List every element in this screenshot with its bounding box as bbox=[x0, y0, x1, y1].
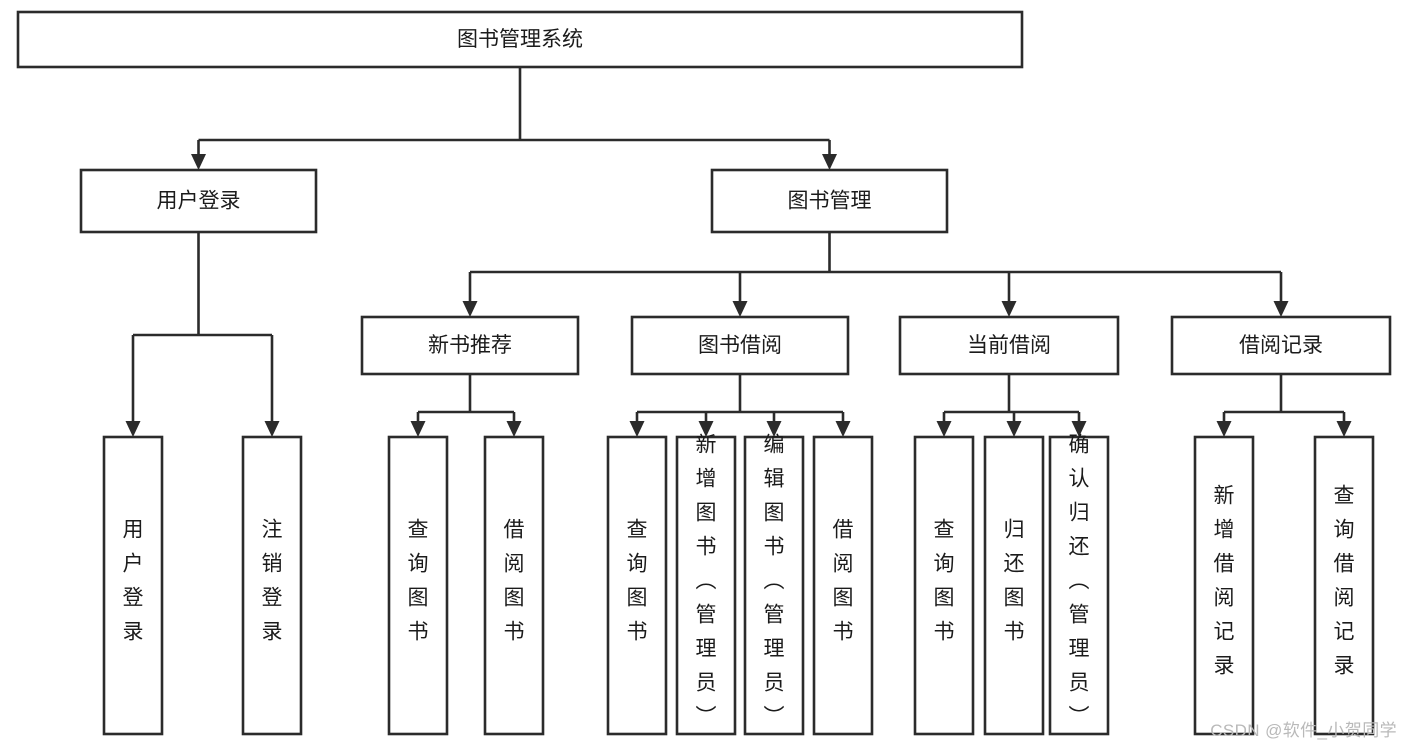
node-leaf-query-book-1-label: 查询图书 bbox=[408, 519, 429, 644]
root-node-system-title: 图书管理系统 bbox=[16, 10, 1024, 69]
node-book-manage[interactable]: 图书管理 bbox=[710, 168, 949, 234]
node-leaf-add-book[interactable]: 新增图书︵管理员︶ bbox=[675, 434, 737, 736]
node-leaf-return-book[interactable]: 归还图书 bbox=[983, 435, 1045, 736]
node-borrow-record-label: 借阅记录 bbox=[1239, 334, 1323, 357]
node-user-login-label: 用户登录 bbox=[157, 190, 241, 213]
node-leaf-edit-book[interactable]: 编辑图书︵管理员︶ bbox=[743, 434, 805, 736]
node-leaf-user-login[interactable]: 用户登录 bbox=[102, 435, 164, 736]
node-leaf-confirm-return[interactable]: 确认归还︵管理员︶ bbox=[1048, 434, 1110, 736]
arrow-head-icon bbox=[629, 421, 645, 437]
node-leaf-query-record[interactable]: 查询借阅记录 bbox=[1313, 435, 1375, 736]
arrow-head-icon bbox=[822, 154, 837, 170]
arrow-head-icon bbox=[264, 421, 280, 437]
arrow-head-icon bbox=[125, 421, 141, 437]
node-borrow-record[interactable]: 借阅记录 bbox=[1170, 315, 1392, 376]
arrow-head-icon bbox=[936, 421, 952, 437]
arrow-head-icon bbox=[1216, 421, 1232, 437]
arrow-head-icon bbox=[698, 421, 714, 437]
node-leaf-query-book-3[interactable]: 查询图书 bbox=[913, 435, 975, 736]
arrow-head-icon bbox=[1001, 301, 1017, 317]
arrow-head-icon bbox=[410, 421, 426, 437]
arrow-head-icon bbox=[766, 421, 782, 437]
connectors-layer bbox=[125, 67, 1352, 437]
node-leaf-logout[interactable]: 注销登录 bbox=[241, 435, 303, 736]
node-leaf-query-book-2[interactable]: 查询图书 bbox=[606, 435, 668, 736]
root-node-system-title-label: 图书管理系统 bbox=[457, 28, 583, 51]
node-current-borrow[interactable]: 当前借阅 bbox=[898, 315, 1120, 376]
arrow-head-icon bbox=[1273, 301, 1289, 317]
node-current-borrow-label: 当前借阅 bbox=[967, 334, 1051, 357]
arrow-head-icon bbox=[732, 301, 748, 317]
node-leaf-query-record-label: 查询借阅记录 bbox=[1334, 485, 1355, 678]
node-leaf-borrow-book-2[interactable]: 借阅图书 bbox=[812, 435, 874, 736]
node-leaf-borrow-book-2-label: 借阅图书 bbox=[833, 519, 854, 644]
node-leaf-borrow-book-1[interactable]: 借阅图书 bbox=[483, 435, 545, 736]
arrow-head-icon bbox=[462, 301, 478, 317]
node-new-book-rec[interactable]: 新书推荐 bbox=[360, 315, 580, 376]
node-leaf-add-record[interactable]: 新增借阅记录 bbox=[1193, 435, 1255, 736]
node-leaf-query-book-1[interactable]: 查询图书 bbox=[387, 435, 449, 736]
arrow-head-icon bbox=[506, 421, 522, 437]
node-leaf-add-book-label: 新增图书︵管理员︶ bbox=[696, 434, 717, 729]
node-book-borrow-label: 图书借阅 bbox=[698, 334, 782, 357]
node-leaf-query-book-2-label: 查询图书 bbox=[627, 519, 648, 644]
arrow-head-icon bbox=[1006, 421, 1022, 437]
node-leaf-edit-book-label: 编辑图书︵管理员︶ bbox=[764, 434, 785, 729]
arrow-head-icon bbox=[1336, 421, 1352, 437]
node-leaf-query-book-3-label: 查询图书 bbox=[934, 519, 955, 644]
arrow-head-icon bbox=[1071, 421, 1087, 437]
node-leaf-confirm-return-label: 确认归还︵管理员︶ bbox=[1069, 434, 1090, 729]
nodes-layer: 图书管理系统用户登录图书管理新书推荐图书借阅当前借阅借阅记录用户登录注销登录查询… bbox=[16, 10, 1392, 736]
node-book-borrow[interactable]: 图书借阅 bbox=[630, 315, 850, 376]
node-leaf-logout-label: 注销登录 bbox=[262, 519, 283, 644]
node-user-login[interactable]: 用户登录 bbox=[79, 168, 318, 234]
arrow-head-icon bbox=[835, 421, 851, 437]
node-leaf-return-book-label: 归还图书 bbox=[1004, 519, 1025, 644]
node-leaf-borrow-book-1-label: 借阅图书 bbox=[504, 519, 525, 644]
node-new-book-rec-label: 新书推荐 bbox=[428, 334, 512, 357]
node-leaf-add-record-label: 新增借阅记录 bbox=[1214, 485, 1235, 678]
arrow-head-icon bbox=[191, 154, 206, 170]
node-book-manage-label: 图书管理 bbox=[788, 190, 872, 213]
node-leaf-user-login-label: 用户登录 bbox=[123, 519, 144, 644]
